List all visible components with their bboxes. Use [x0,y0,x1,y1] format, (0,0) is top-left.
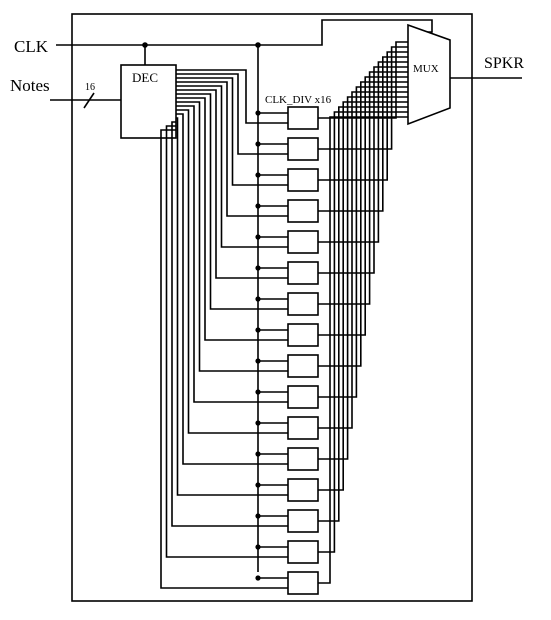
clock-divider-6 [287,261,319,285]
signal-wires [160,41,408,589]
divider-output-12 [318,96,408,460]
bus-slash [83,92,95,109]
clock-divider-3 [287,168,319,192]
clock-divider-12 [287,447,319,471]
decoder-output-16 [160,129,288,589]
divider-output-13 [318,101,408,491]
decoder-output-12 [176,113,288,465]
clk-tap-junction-9 [255,358,261,364]
clock-divider-10 [287,385,319,409]
clk-tap-junction-13 [255,482,261,488]
bus-width-label: 16 [85,82,95,93]
clk-tap-junction-3 [255,172,261,178]
decoder-output-5 [176,85,288,248]
decoder-output-11 [176,109,288,434]
decoder-output-2 [176,73,288,155]
divider-output-16 [318,116,408,584]
divider-output-4 [318,56,408,212]
decoder-output-13 [176,117,288,496]
decoder-output-9 [176,101,288,372]
clock-divider-9 [287,354,319,378]
decoder-output-8 [176,97,288,341]
divider-output-8 [318,76,408,336]
spkr-label: SPKR [484,55,524,72]
decoder-output-1 [176,69,288,124]
clk-tap-junction-15 [255,544,261,550]
clock-divider-bank [287,106,319,595]
clk-label: CLK [14,37,49,56]
clock-divider-11 [287,416,319,440]
clk-tap-junction-7 [255,296,261,302]
clk-tap-junction-8 [255,327,261,333]
divider-label: CLK_DIV x16 [265,94,332,106]
clock-divider-15 [287,540,319,564]
divider-output-10 [318,86,408,398]
clk-tap-junction-14 [255,513,261,519]
clk-tap-junction-10 [255,389,261,395]
clk-tap-junction-1 [255,110,261,116]
clock-divider-13 [287,478,319,502]
clock-divider-5 [287,230,319,254]
clk-tap-junction-6 [255,265,261,271]
clk-wire [56,19,433,46]
clock-divider-1 [287,106,319,130]
clk-tap-junction-11 [255,420,261,426]
decoder-output-7 [176,93,288,310]
clk-tap-junction-2 [255,141,261,147]
divider-output-14 [318,106,408,522]
divider-output-11 [318,91,408,429]
clock-divider-2 [287,137,319,161]
divider-output-15 [318,111,408,553]
decoder-output-15 [165,125,288,558]
clock-divider-7 [287,292,319,316]
system-enclosure [71,13,473,602]
mux-block [407,23,451,126]
decoder-output-10 [176,105,288,403]
clock-divider-4 [287,199,319,223]
divider-output-9 [318,81,408,367]
clock-divider-8 [287,323,319,347]
divider-output-6 [318,66,408,274]
clk-tap-junction-4 [255,203,261,209]
decoder-label: DEC [132,70,158,85]
clk-junction-trunk [255,42,261,48]
divider-output-5 [318,61,408,243]
decoder-output-4 [176,81,288,217]
decoder-output-3 [176,77,288,186]
notes-label: Notes [10,76,50,95]
decoder-output-14 [171,121,288,527]
clk-tap-junction-5 [255,234,261,240]
mux-label: MUX [413,63,439,75]
clk-junction-dec [142,42,148,48]
clk-tap-junction-16 [255,575,261,581]
clock-divider-14 [287,509,319,533]
clock-divider-16 [287,571,319,595]
clk-tap-junction-12 [255,451,261,457]
decoder-output-6 [176,89,288,279]
divider-output-2 [318,46,408,150]
